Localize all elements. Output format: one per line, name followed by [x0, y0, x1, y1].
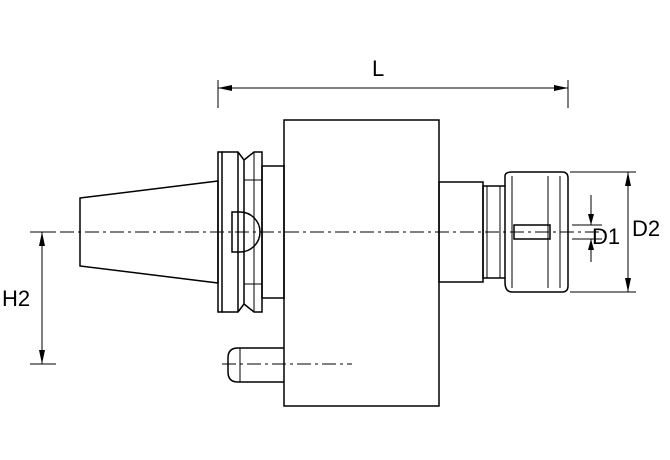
output-spindle — [438, 181, 506, 283]
drive-key — [231, 211, 261, 253]
dimension-H2-label: H2 — [2, 286, 30, 311]
dimension-D2 — [570, 171, 636, 293]
dimension-L-label: L — [372, 56, 384, 81]
flange — [217, 151, 285, 313]
dimension-H2 — [30, 231, 56, 365]
dimension-L — [217, 80, 569, 108]
dimension-D1 — [572, 195, 602, 262]
dimension-D1-label: D1 — [592, 224, 620, 249]
collet-nut — [504, 171, 569, 293]
main-body — [283, 119, 440, 407]
locating-pin — [222, 347, 352, 383]
dimension-D2-label: D2 — [632, 216, 660, 241]
